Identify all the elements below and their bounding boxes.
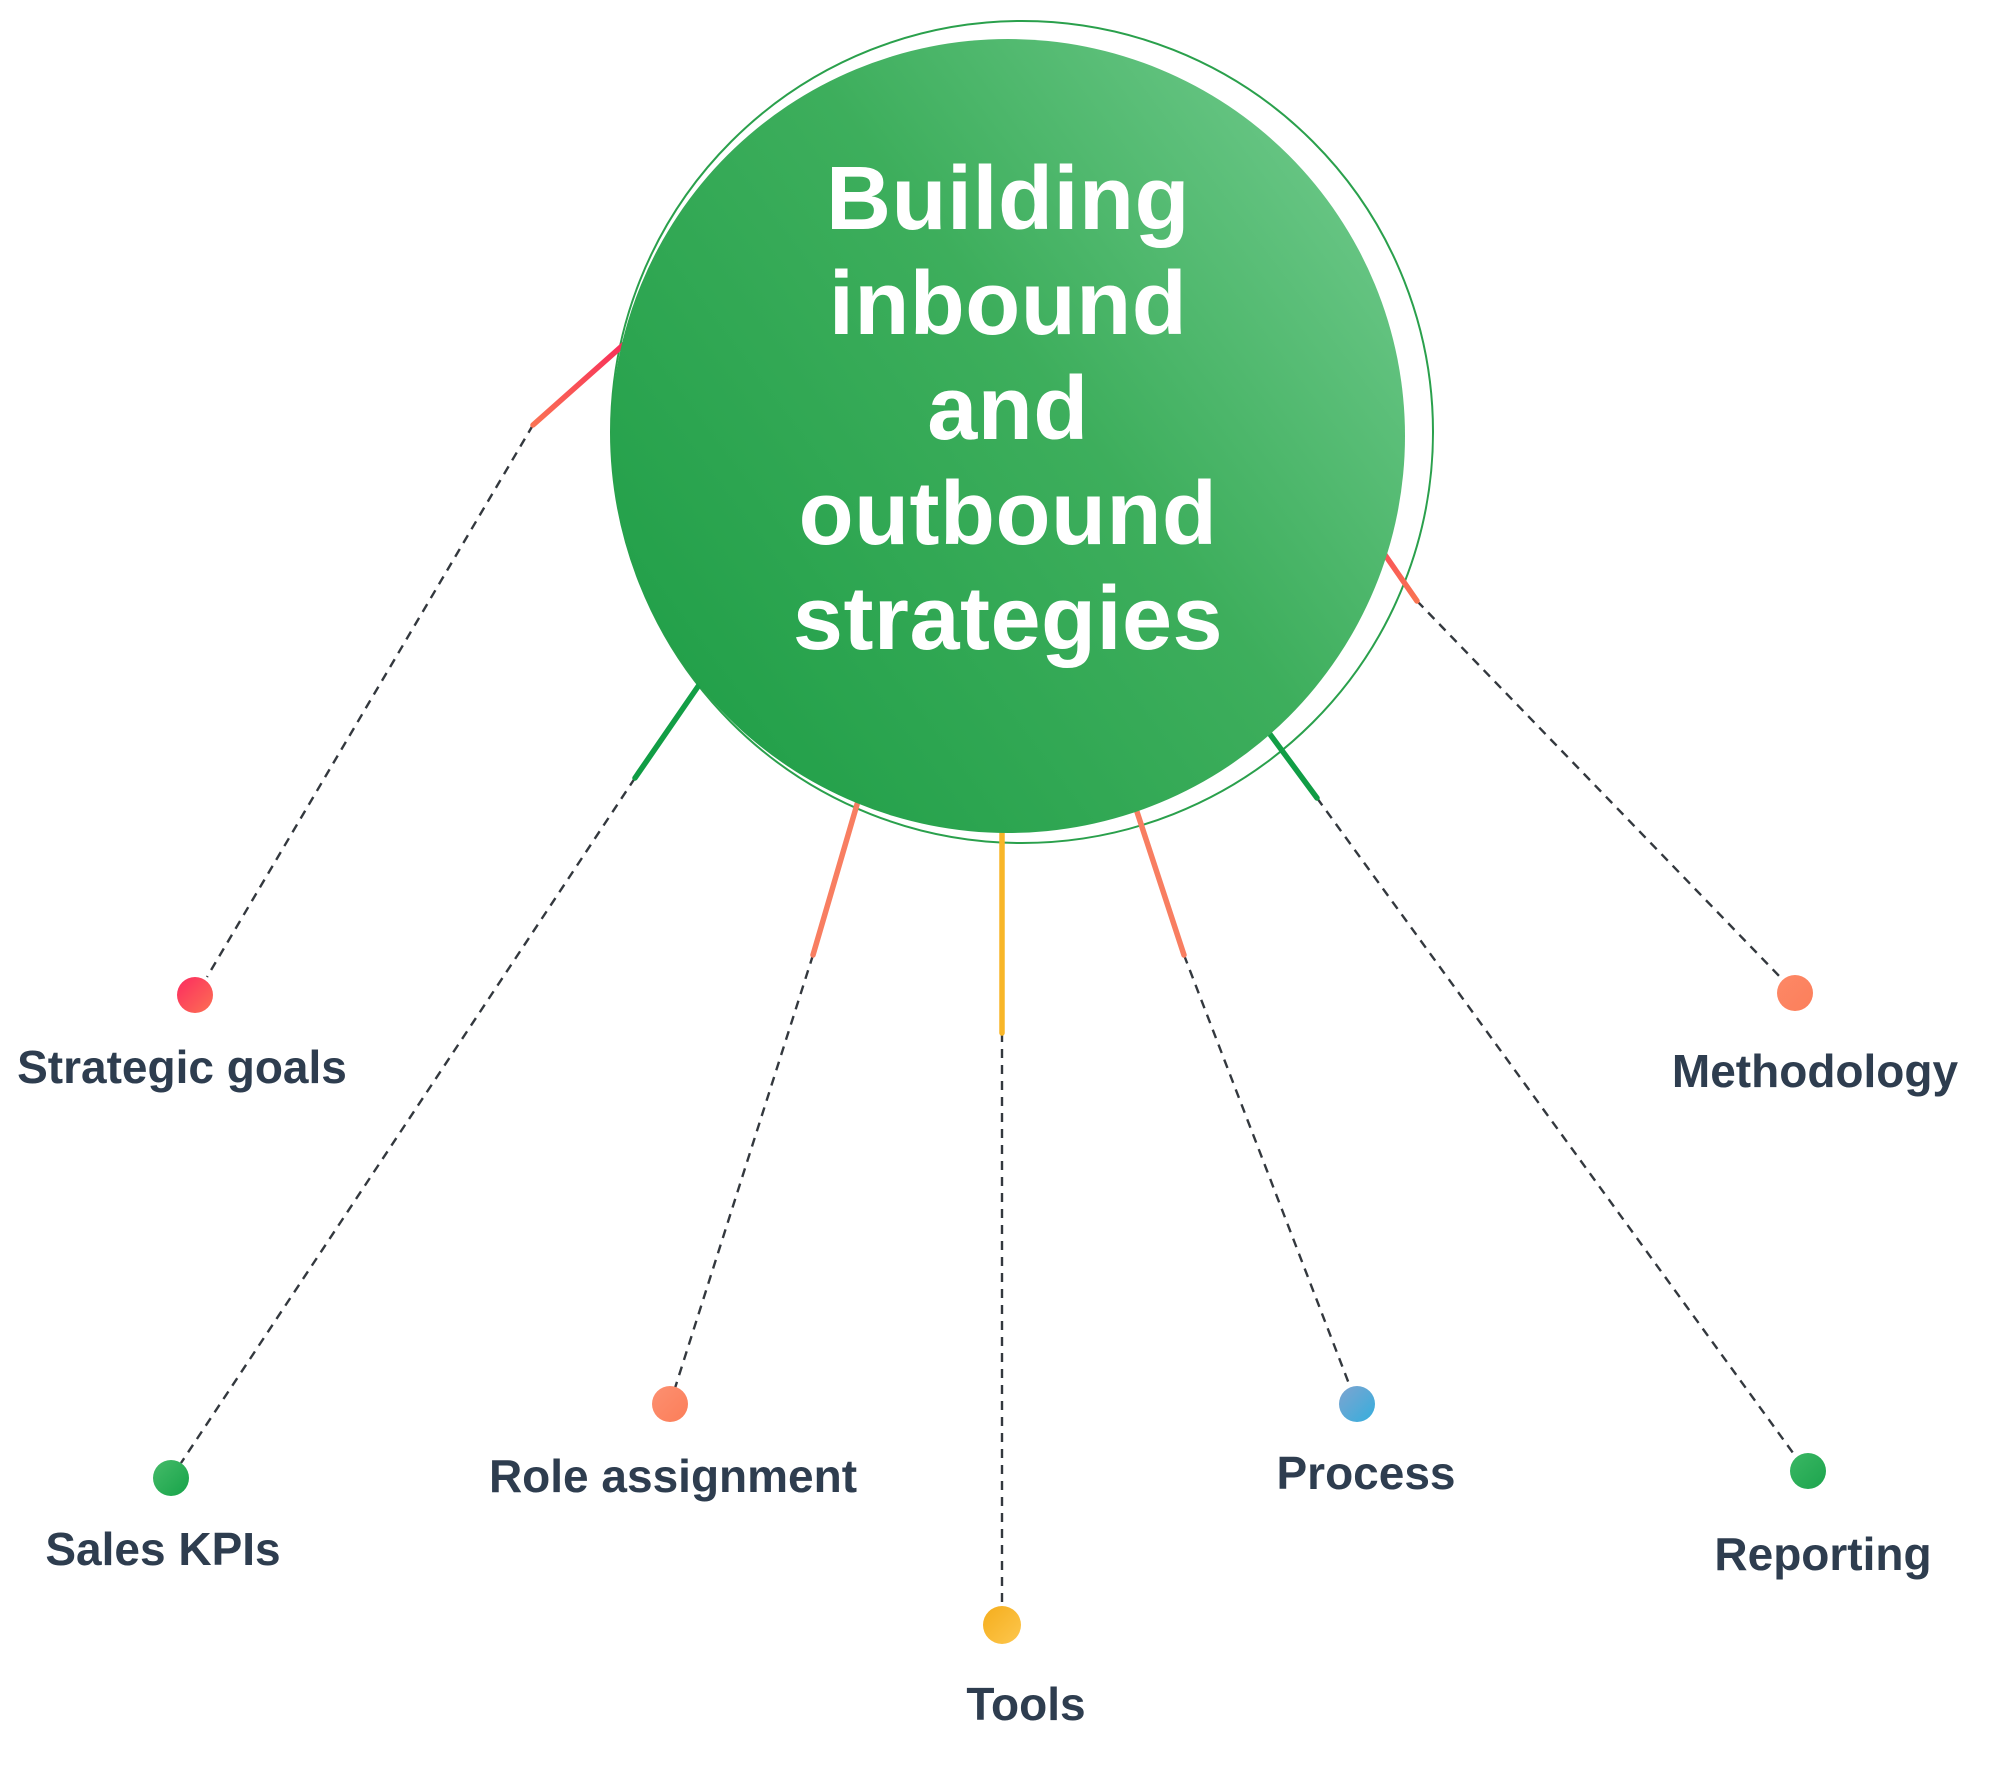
connector-dash-methodology	[1416, 600, 1784, 981]
node-dot-tools	[983, 1606, 1021, 1644]
central-circle	[611, 39, 1405, 833]
connector-dash-strategic-goals	[205, 424, 535, 978]
connector-dash-role-assignment	[673, 954, 815, 1389]
node-label-methodology: Methodology	[1671, 1045, 1959, 1097]
node-label-reporting: Reporting	[1714, 1528, 1932, 1580]
node-dot-reporting	[1790, 1453, 1826, 1489]
node-dot-sales-kpis	[153, 1460, 189, 1496]
node-label-process: Process	[1276, 1447, 1456, 1499]
node-dot-process	[1339, 1386, 1375, 1422]
connector-dash-reporting	[1316, 797, 1797, 1458]
node-dot-role-assignment	[652, 1386, 688, 1422]
node-label-sales-kpis: Sales KPIs	[45, 1523, 281, 1575]
node-label-tools: Tools	[966, 1678, 1086, 1730]
connector-dash-process	[1182, 954, 1353, 1390]
node-label-strategic-goals: Strategic goals	[17, 1041, 347, 1093]
node-dot-methodology	[1777, 975, 1813, 1011]
connector-dash-sales-kpis	[179, 777, 637, 1464]
outer-ring-circle	[610, 20, 1434, 844]
node-label-role-assignment: Role assignment	[488, 1450, 858, 1502]
node-dot-strategic-goals	[177, 977, 213, 1013]
